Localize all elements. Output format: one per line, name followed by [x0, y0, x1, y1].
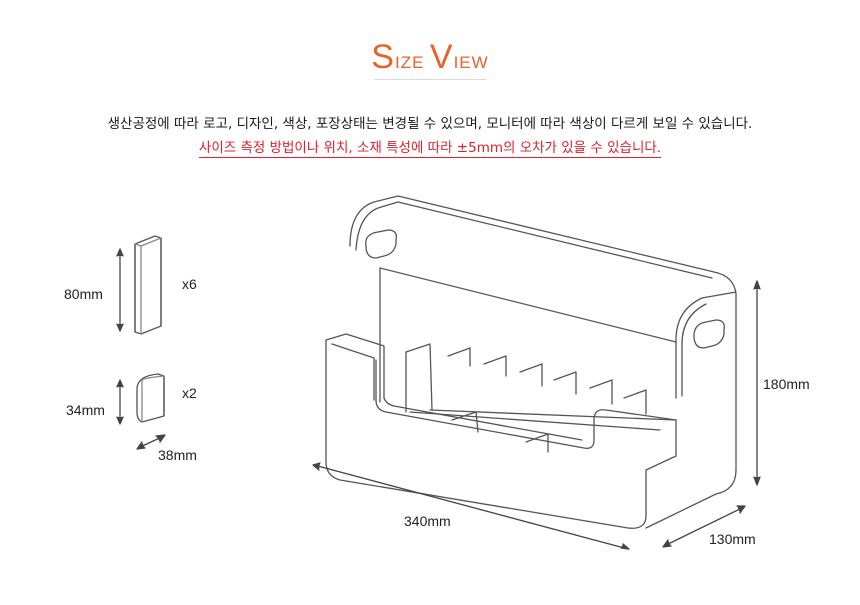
box-depth-arrow: [662, 505, 746, 548]
box-height-arrow: [753, 280, 761, 486]
title-underline: [374, 79, 486, 80]
box-length-arrow: [312, 462, 630, 550]
end-piece-width-label: 38mm: [158, 447, 197, 463]
end-piece-quantity-label: x2: [182, 385, 197, 401]
end-piece-height-label: 34mm: [66, 402, 105, 418]
box-depth-label: 130mm: [709, 531, 756, 547]
divider-height-arrow: [116, 248, 124, 332]
box-length-label: 340mm: [404, 513, 451, 529]
end-piece-width-arrow: [136, 434, 166, 450]
title-s-rest: IZE: [394, 53, 425, 72]
title-s-cap: S: [371, 38, 395, 76]
title-v-cap: V: [429, 38, 454, 76]
size-view-title: SIZE VIEW: [0, 38, 860, 77]
tolerance-notice-text: 사이즈 측정 방법이나 위치, 소재 특성에 따라 ±5mm의 오차가 있을 수…: [198, 140, 662, 158]
divider-quantity-label: x6: [182, 276, 197, 292]
general-notice: 생산공정에 따라 로고, 디자인, 색상, 포장상태는 변경될 수 있으며, 모…: [107, 116, 753, 132]
box-height-label: 180mm: [763, 376, 810, 392]
end-piece-height-arrow: [116, 379, 124, 425]
divider-part-drawing: [134, 235, 162, 335]
tolerance-notice: 사이즈 측정 방법이나 위치, 소재 특성에 따라 ±5mm의 오차가 있을 수…: [0, 136, 860, 158]
end-piece-drawing: [136, 373, 165, 423]
organizer-box-drawing: [325, 195, 737, 529]
title-v-rest: IEW: [453, 53, 489, 72]
divider-height-label: 80mm: [64, 286, 103, 302]
